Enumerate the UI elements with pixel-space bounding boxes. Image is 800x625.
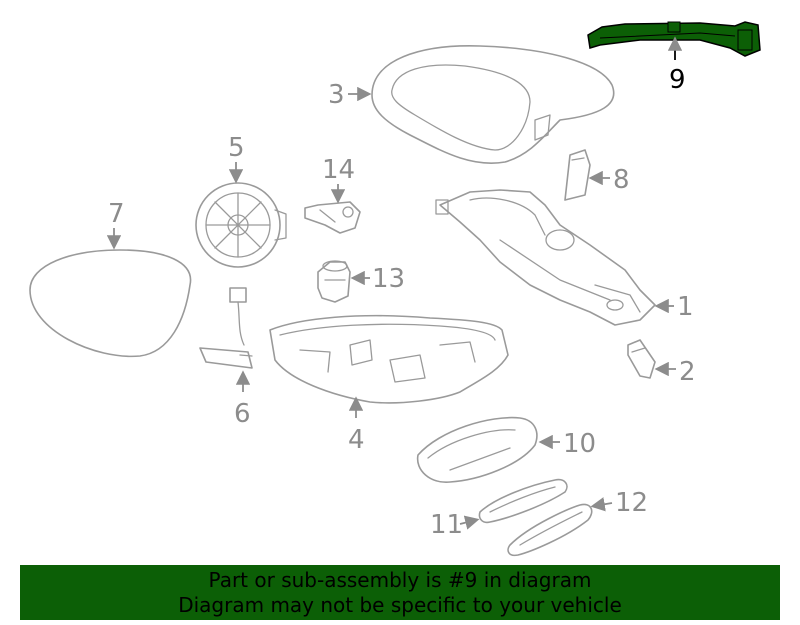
banner-line-2: Diagram may not be specific to your vehi… (178, 593, 622, 617)
svg-text:7: 7 (108, 199, 125, 229)
part-14-bracket[interactable] (304, 201, 361, 234)
part-9-turn-signal[interactable] (587, 21, 761, 57)
svg-text:3: 3 (328, 80, 345, 110)
svg-text:13: 13 (372, 264, 405, 294)
part-7-mirror-glass[interactable] (29, 249, 192, 358)
part-1-base-assembly[interactable] (435, 189, 656, 326)
callout-4: 4 (348, 396, 365, 455)
parts-diagram: 9 3 5 14 13 (29, 21, 761, 557)
svg-text:11: 11 (430, 510, 463, 540)
part-11-lens[interactable] (478, 478, 568, 524)
callout-9: 9 (667, 36, 686, 95)
svg-text:9: 9 (669, 65, 686, 95)
svg-text:12: 12 (615, 488, 648, 518)
part-3-housing-cover[interactable] (371, 45, 615, 164)
svg-text:2: 2 (679, 357, 696, 387)
callout-5: 5 (228, 133, 245, 184)
callout-8: 8 (588, 165, 630, 195)
callout-10: 10 (538, 429, 596, 459)
part-8-clip[interactable] (564, 149, 591, 201)
callout-11: 11 (430, 510, 480, 540)
callout-14: 14 (322, 155, 355, 204)
part-10-lamp-housing[interactable] (416, 416, 538, 483)
callout-1: 1 (654, 292, 694, 322)
svg-text:10: 10 (563, 429, 596, 459)
part-12-seal[interactable] (507, 503, 593, 557)
svg-text:1: 1 (677, 292, 694, 322)
part-13-actuator[interactable] (317, 260, 351, 303)
info-banner: Part or sub-assembly is #9 in diagram Di… (20, 565, 780, 620)
svg-text:8: 8 (613, 165, 630, 195)
part-2-clip[interactable] (627, 339, 656, 379)
callout-3: 3 (328, 80, 372, 110)
callout-12: 12 (590, 488, 648, 518)
part-4-housing[interactable] (269, 314, 509, 404)
part-6-harness[interactable] (199, 287, 253, 369)
svg-text:5: 5 (228, 133, 245, 163)
part-5-motor[interactable] (195, 182, 287, 268)
banner-line-1: Part or sub-assembly is #9 in diagram (208, 568, 592, 592)
callout-6: 6 (234, 370, 251, 429)
svg-text:6: 6 (234, 399, 251, 429)
callout-13: 13 (350, 264, 405, 294)
callout-7: 7 (106, 199, 125, 250)
svg-text:4: 4 (348, 425, 365, 455)
callout-2: 2 (654, 357, 696, 387)
svg-text:14: 14 (322, 155, 355, 185)
